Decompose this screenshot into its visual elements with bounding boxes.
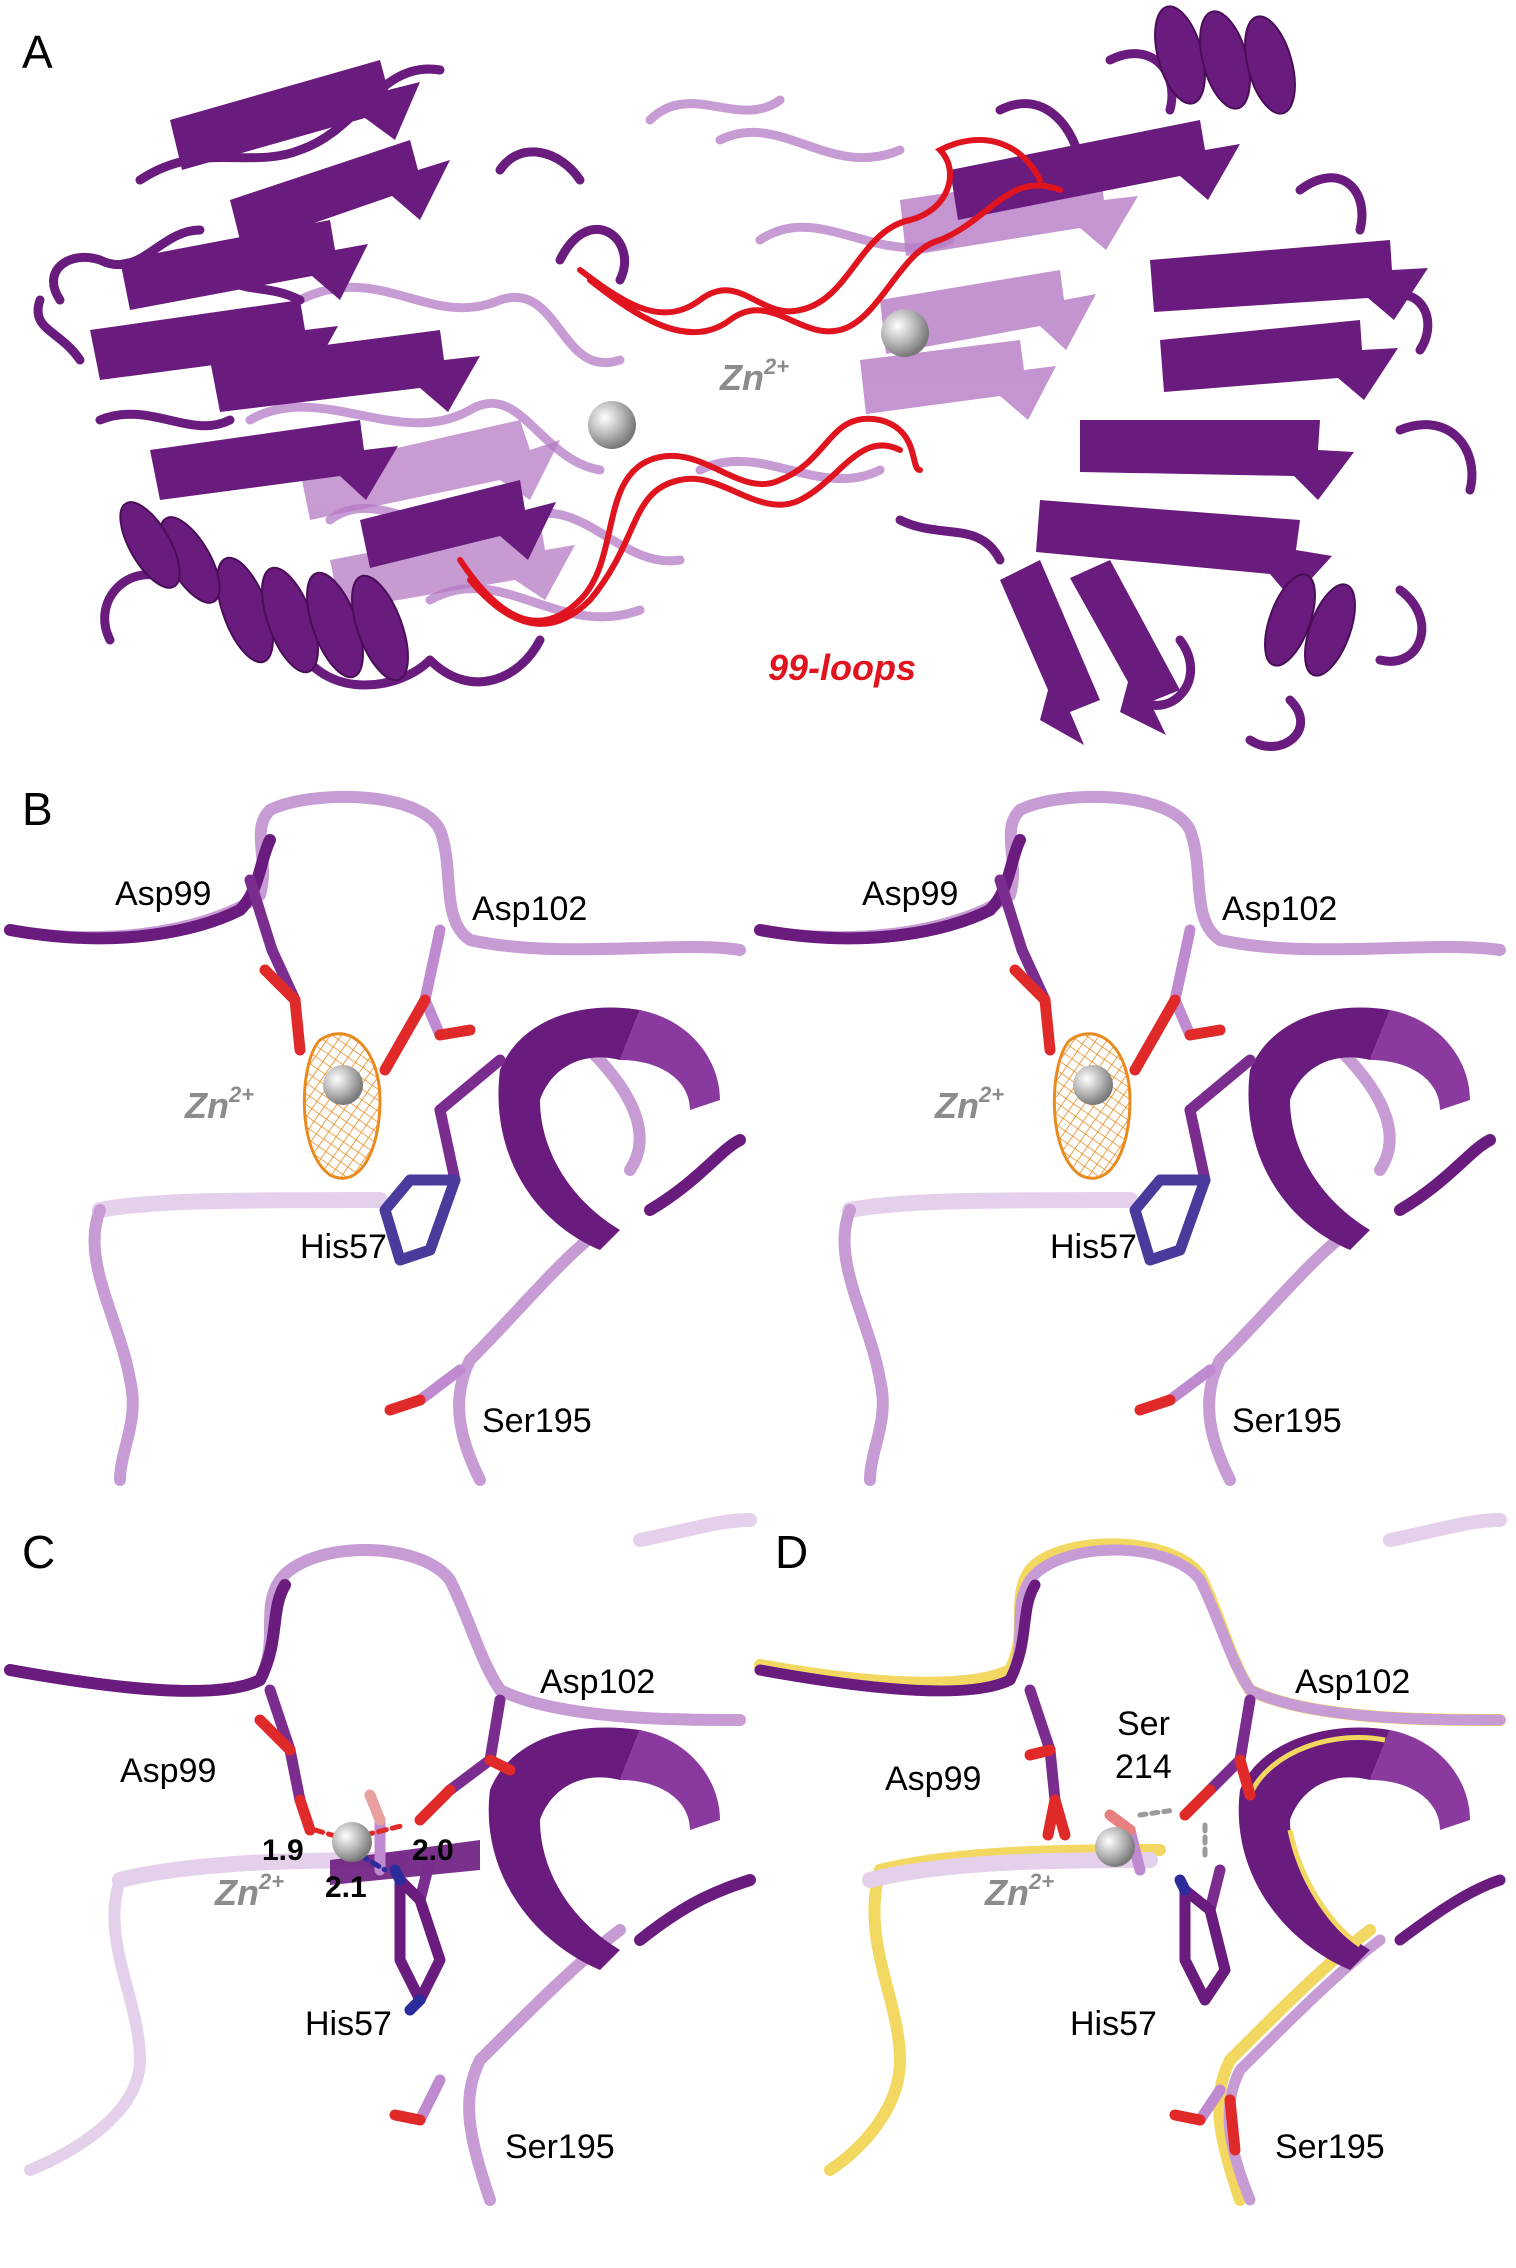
dist-asp99-c: 1.9 [262, 1834, 304, 1867]
zinc-ion-b-right [1073, 1065, 1113, 1105]
label-asp99-c: Asp99 [120, 1752, 216, 1790]
zinc-ion-right [881, 309, 929, 357]
panel-c: C [4, 1513, 757, 2206]
right-domain-sheets [950, 120, 1428, 745]
electron-density-mesh-b-left [302, 1032, 382, 1180]
panel-b-left: B [4, 783, 746, 1486]
label-ser214-line1-d: Ser [1117, 1705, 1170, 1743]
panel-b-right: Asp99 Asp102 Zn2+ His57 Ser195 [754, 790, 1506, 1486]
panel-a-zn-label: Zn2+ [719, 354, 789, 398]
label-asp102-b-left: Asp102 [472, 890, 587, 928]
panel-c-label: C [22, 1526, 55, 1578]
label-zn-c: Zn2+ [214, 1869, 284, 1913]
panel-b-label: B [22, 783, 53, 835]
panel-a: A [22, 5, 1477, 751]
panel-a-loops-label: 99-loops [768, 647, 916, 688]
right-domain-light [645, 95, 955, 484]
zinc-ion-b-left [323, 1065, 363, 1105]
panel-d: D [754, 1513, 1507, 2206]
label-his57-b-right: His57 [1050, 1228, 1137, 1266]
label-his57-c: His57 [305, 2005, 392, 2043]
right-domain-helices [1154, 5, 1356, 677]
label-asp102-b-right: Asp102 [1222, 890, 1337, 928]
label-ser195-d: Ser195 [1275, 2128, 1385, 2166]
label-asp102-d: Asp102 [1295, 1663, 1410, 1701]
label-ser195-c: Ser195 [505, 2128, 615, 2166]
label-ser195-b-right: Ser195 [1232, 1402, 1342, 1440]
dist-his57-c: 2.1 [325, 1871, 367, 1904]
label-his57-b-left: His57 [300, 1228, 387, 1266]
electron-density-mesh-b-right [1052, 1032, 1132, 1180]
label-ser195-b-left: Ser195 [482, 1402, 592, 1440]
left-domain-helices [119, 501, 409, 682]
label-zn-d: Zn2+ [984, 1869, 1054, 1913]
label-asp102-c: Asp102 [540, 1663, 655, 1701]
label-asp99-b-right: Asp99 [862, 875, 958, 913]
dist-asp102-c: 2.0 [412, 1834, 454, 1867]
label-zn-b-right: Zn2+ [934, 1082, 1004, 1126]
zinc-ion-c [332, 1822, 372, 1862]
panel-a-label: A [22, 26, 53, 78]
left-domain-sheets [90, 60, 556, 568]
zinc-ion-left [588, 401, 636, 449]
label-asp99-b-left: Asp99 [115, 875, 211, 913]
label-zn-b-left: Zn2+ [184, 1082, 254, 1126]
zinc-ion-d [1095, 1827, 1135, 1867]
label-ser214-line2-d: 214 [1115, 1748, 1172, 1786]
label-asp99-d: Asp99 [885, 1760, 981, 1798]
99-loops [457, 137, 1063, 627]
panel-d-label: D [775, 1526, 808, 1578]
label-his57-d: His57 [1070, 2005, 1157, 2043]
